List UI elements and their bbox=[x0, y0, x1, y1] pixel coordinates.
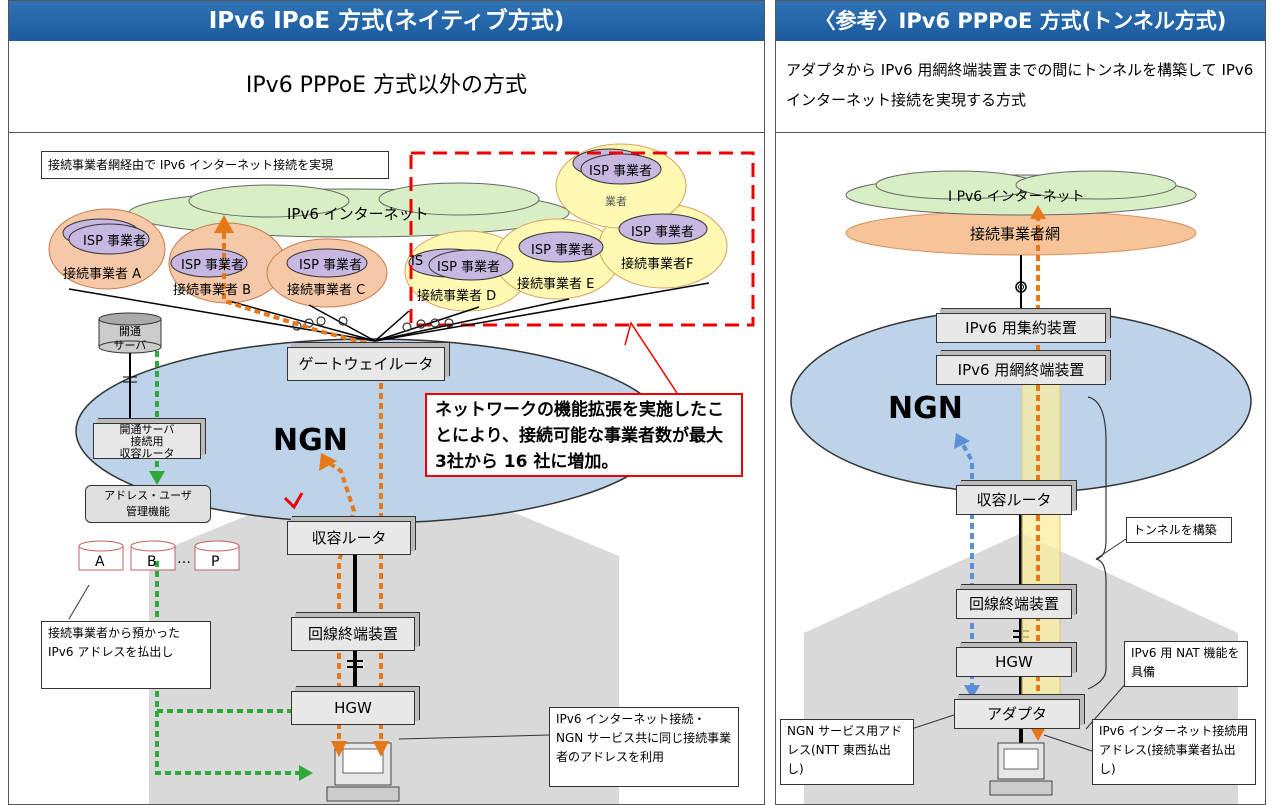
db-dots: … bbox=[177, 551, 191, 567]
carrier-e: 接続事業者 E bbox=[517, 277, 595, 292]
ngn-label-right: NGN bbox=[888, 391, 963, 426]
bras: IPv6 用網終端装置 bbox=[936, 355, 1106, 385]
internet-label: IPv6 インターネット bbox=[287, 205, 429, 223]
carrier-a: 接続事業者 A bbox=[63, 267, 142, 282]
server-router: 開通サーバ 接続用 収容ルータ bbox=[93, 423, 201, 460]
isp-label-d: ISP 事業者 bbox=[437, 260, 501, 275]
carrier-b: 接続事業者 B bbox=[173, 283, 252, 298]
left-title: IPv6 IPoE 方式(ネイティブ方式) bbox=[9, 1, 764, 41]
db-b: B bbox=[147, 554, 157, 570]
right-panel: 〈参考〉IPv6 PPPoE 方式(トンネル方式) アダプタから IPv6 用網… bbox=[775, 0, 1266, 805]
addr-user-box: アドレス・ユーザ 管理機能 bbox=[85, 485, 211, 523]
pc-icon-right bbox=[989, 742, 1053, 796]
server-label: 開通 サーバ bbox=[113, 325, 147, 352]
right-title: 〈参考〉IPv6 PPPoE 方式(トンネル方式) bbox=[776, 1, 1265, 41]
inet-addr-callout: IPv6 インターネット接続用アドレス(接続事業者払出し) bbox=[1092, 719, 1256, 785]
left-subtitle-area: IPv6 PPPoE 方式以外の方式 bbox=[9, 41, 764, 133]
carrier-d: 接続事業者 D bbox=[417, 289, 497, 304]
gateway-router: ゲートウェイルータ bbox=[287, 347, 445, 381]
isp-label-g: ISP 事業者 bbox=[589, 164, 653, 179]
isp-label-e: ISP 事業者 bbox=[531, 243, 595, 258]
server-cylinder bbox=[98, 312, 162, 354]
carrier-f: 接続事業者F bbox=[621, 257, 694, 272]
nat-callout: IPv6 用 NAT 機能を具備 bbox=[1124, 641, 1248, 687]
left-panel: IPv6 IPoE 方式(ネイティブ方式) IPv6 PPPoE 方式以外の方式 bbox=[8, 0, 765, 805]
isp-label-b: ISP 事業者 bbox=[181, 258, 245, 273]
bottom-callout: IPv6 インターネット接続・NGN サービス共に同じ接続事業者のアドレスを利用 bbox=[549, 707, 739, 787]
isp-label-f: ISP 事業者 bbox=[631, 225, 695, 240]
addr-callout: 接続事業者から預かった IPv6 アドレスを払出し bbox=[41, 621, 211, 689]
red-note: ネットワークの機能拡張を実施したことにより、接続可能な事業者数が最大3社から 1… bbox=[425, 393, 743, 477]
isp-label-d-partial: IS bbox=[411, 254, 424, 269]
new-carriers-box bbox=[409, 151, 755, 327]
hgw-right: HGW bbox=[956, 647, 1072, 677]
adapter: アダプタ bbox=[954, 699, 1080, 729]
onu: 回線終端装置 bbox=[291, 617, 415, 651]
internet-label-right: I Pv6 インターネット bbox=[948, 189, 1085, 205]
isp-label-g-partial: 業者 bbox=[605, 195, 627, 208]
right-subtitle-area: アダプタから IPv6 用網終端装置までの間にトンネルを構築して IPv6 イン… bbox=[776, 41, 1265, 133]
left-subtitle: IPv6 PPPoE 方式以外の方式 bbox=[245, 73, 528, 98]
aggregator: IPv6 用集約装置 bbox=[936, 313, 1106, 343]
isp-label-a: ISP 事業者 bbox=[83, 234, 147, 249]
db-a: A bbox=[95, 554, 105, 570]
isp-label-c: ISP 事業者 bbox=[299, 258, 363, 273]
ngn-addr-callout: NGN サービス用アドレス(NTT 東西払出し) bbox=[780, 719, 914, 785]
left-diagram bbox=[48, 143, 755, 804]
tunnel-callout: トンネルを構築 bbox=[1126, 517, 1232, 543]
ngn-label: NGN bbox=[273, 423, 348, 458]
internet-cloud-right bbox=[845, 170, 1197, 216]
top-callout: 接続事業者網経由で IPv6 インターネット接続を実現 bbox=[41, 151, 389, 179]
access-router: 収容ルータ bbox=[287, 521, 411, 555]
db-p: P bbox=[211, 554, 220, 570]
carrier-net-label: 接続事業者網 bbox=[970, 225, 1061, 243]
carrier-c: 接続事業者 C bbox=[287, 283, 366, 298]
hgw: HGW bbox=[291, 691, 415, 725]
right-subtitle: アダプタから IPv6 用網終端装置までの間にトンネルを構築して IPv6 イン… bbox=[786, 61, 1254, 109]
access-router-right: 収容ルータ bbox=[956, 485, 1072, 515]
onu-right: 回線終端装置 bbox=[956, 589, 1072, 619]
